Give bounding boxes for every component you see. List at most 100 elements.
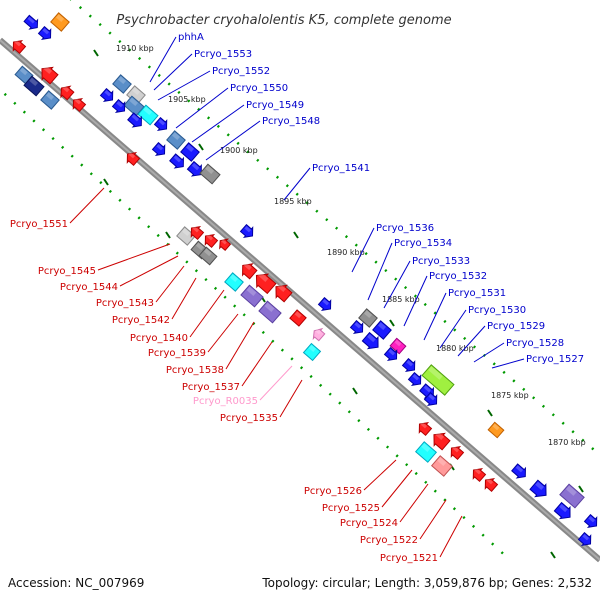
feature-block (553, 501, 571, 520)
feature-block (12, 39, 27, 55)
gene-label-forward: Pcryo_1532 (429, 271, 487, 282)
gene-label-forward: phhA (178, 32, 204, 43)
feature-block (190, 225, 205, 241)
leader-line (403, 275, 428, 327)
leader-line (279, 379, 303, 418)
feature-block (258, 300, 282, 324)
leader-line (97, 243, 171, 271)
feature-block (450, 445, 465, 461)
leader-line (171, 277, 197, 320)
leader-line (149, 36, 177, 83)
leader-line (363, 459, 397, 491)
feature-block (199, 163, 221, 185)
feature-block (529, 479, 547, 498)
leader-line (283, 167, 311, 201)
gene-label-reverse: Pcryo_1535 (220, 413, 278, 424)
gene-label-forward: Pcryo_1528 (506, 338, 564, 349)
tick-track (0, 0, 600, 561)
gene-label-reverse: Pcryo_1543 (96, 298, 154, 309)
gene-label-forward: Pcryo_1548 (262, 116, 320, 127)
leader-line (381, 469, 413, 508)
feature-block (511, 463, 527, 479)
leader-line (207, 313, 239, 353)
feature-block (289, 309, 307, 327)
gene-label-reverse: Pcryo_1551 (10, 219, 68, 230)
feature-block (407, 371, 422, 387)
feature-block (37, 25, 52, 41)
gene-label-reverse: Pcryo_1524 (340, 518, 398, 529)
feature-block (401, 357, 416, 373)
feature-block (472, 467, 487, 483)
leader-line (119, 255, 179, 287)
feature-block (151, 141, 166, 157)
leader-line (419, 499, 447, 540)
gene-label-reverse: Pcryo_1521 (380, 553, 438, 564)
leader-line (153, 53, 193, 91)
feature-block (583, 513, 598, 529)
feature-block (317, 296, 332, 312)
gene-label-reverse: Pcryo_1522 (360, 535, 418, 546)
gene-label-reverse: Pcryo_1542 (112, 315, 170, 326)
gene-label-reverse: Pcryo_1544 (60, 282, 118, 293)
feature-block (577, 531, 592, 547)
gene-label-reverse: Pcryo_1537 (182, 382, 240, 393)
feature-block (137, 104, 159, 126)
feature-block (169, 153, 185, 169)
leader-line (383, 260, 411, 309)
leader-line (259, 365, 293, 401)
feature-track (12, 12, 598, 547)
feature-block (40, 90, 60, 110)
gene-label-forward: Pcryo_1550 (230, 83, 288, 94)
feature-block (383, 346, 398, 362)
gene-label-reverse: Pcryo_1540 (130, 333, 188, 344)
gene-label-forward: Pcryo_1533 (412, 256, 470, 267)
leader-line (351, 227, 375, 273)
leader-line (157, 70, 211, 101)
feature-block (224, 272, 244, 292)
leader-line (225, 321, 255, 370)
feature-block (361, 331, 379, 350)
feature-block (349, 319, 364, 335)
feature-block (242, 262, 258, 280)
feature-block (358, 308, 378, 328)
feature-block (484, 477, 499, 493)
leader-line (439, 515, 463, 558)
gene-label-reverse: Pcryo_1545 (38, 266, 96, 277)
feature-block (99, 87, 114, 103)
gene-label-forward: Pcryo_1541 (312, 163, 370, 174)
leader-line (473, 342, 505, 363)
leader-line (399, 483, 429, 523)
gene-label-reverse: Pcryo_R0035 (193, 396, 258, 407)
feature-block (126, 151, 141, 167)
gene-label-forward: Pcryo_1531 (448, 288, 506, 299)
label-leaders (69, 36, 525, 558)
leader-line (155, 265, 185, 303)
ruler-label: 1910 kbp (116, 44, 154, 53)
gene-label-reverse: Pcryo_1539 (148, 348, 206, 359)
accession-text: Accession: NC_007969 (8, 576, 144, 590)
leader-line (175, 87, 229, 129)
feature-block (112, 74, 132, 94)
leader-line (205, 120, 261, 161)
map-title: Psychrobacter cryohalolentis K5, complet… (116, 13, 451, 28)
leader-line (491, 358, 525, 369)
feature-block (111, 98, 126, 114)
feature-block (312, 327, 326, 342)
feature-block (72, 97, 87, 113)
feature-block (487, 421, 505, 439)
gene-label-reverse: Pcryo_1526 (304, 486, 362, 497)
gene-label-forward: Pcryo_1549 (246, 100, 304, 111)
feature-block (414, 441, 438, 463)
genome-backbone (0, 37, 600, 563)
ruler-label: 1890 kbp (327, 248, 365, 257)
feature-block (430, 455, 454, 477)
feature-block (60, 85, 75, 101)
ruler-label: 1885 kbp (382, 295, 420, 304)
ruler-label: 1870 kbp (548, 438, 586, 447)
gene-label-forward: Pcryo_1527 (526, 354, 584, 365)
ruler-label: 1900 kbp (220, 146, 258, 155)
ruler-label: 1880 kbp (436, 344, 474, 353)
feature-block (389, 337, 407, 355)
